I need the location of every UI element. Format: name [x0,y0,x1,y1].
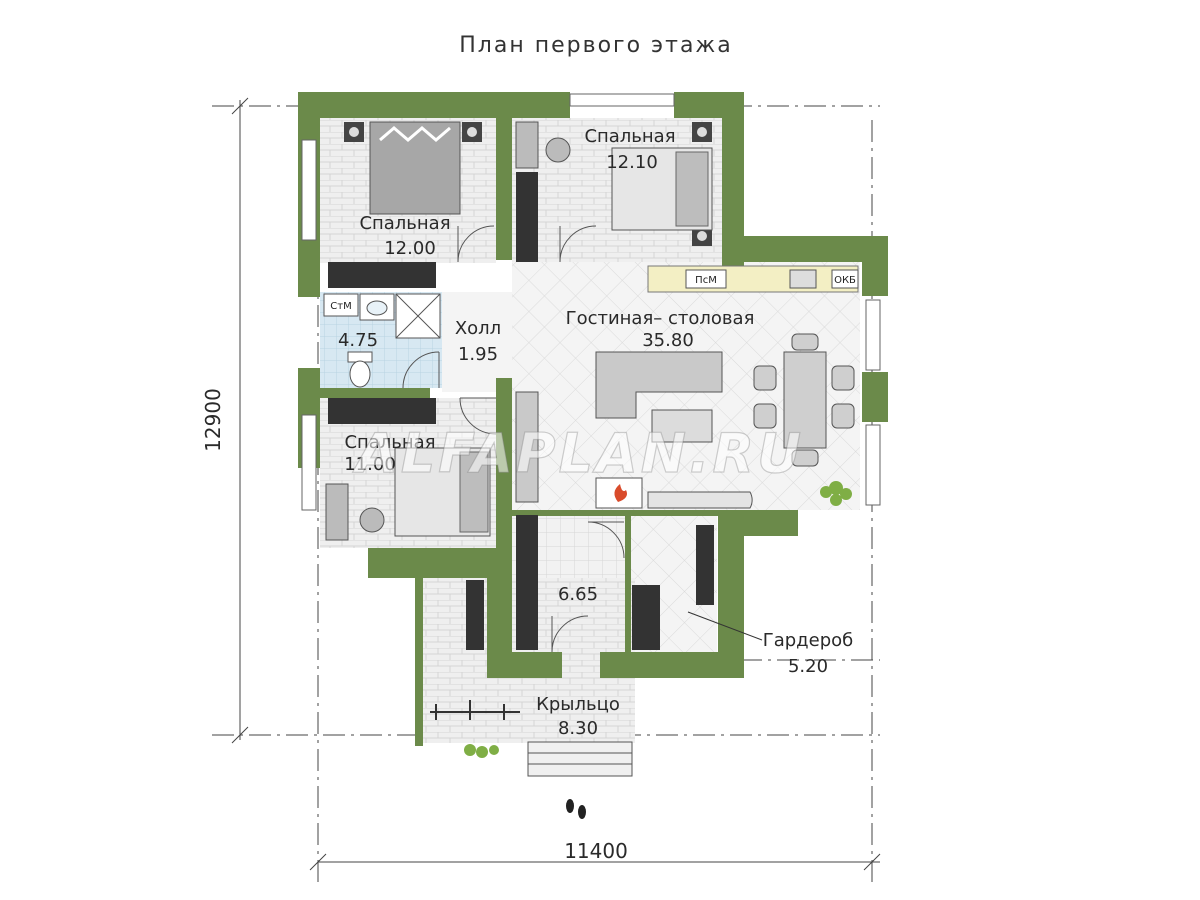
washer-tag: СтМ [330,301,351,312]
dimension-width: 11400 [564,839,628,863]
room-area-utility: 6.65 [558,584,598,605]
bed-icon [394,447,491,537]
room-name-bedroom-top-right: Спальная [584,126,675,147]
room-name-porch: Крыльцо [536,694,620,715]
wardrobe-hanger-icon [328,172,714,650]
room-area-bathroom: 4.75 [338,330,378,351]
windows [301,93,881,511]
bed-icon [611,122,713,246]
watermark: ALFAPLAN.RU [352,422,804,485]
room-name-bedroom-top-left: Спальная [359,213,450,234]
room-area-hall: 1.95 [458,344,498,365]
porch-bench [430,700,520,720]
room-area-bedroom-top-left: 12.00 [384,238,436,259]
toilet-icon [347,351,373,388]
plant-icon [464,481,852,758]
dishwasher-tag: ПсМ [695,275,717,286]
room-name-bedroom-bottom-left: Спальная [344,432,435,453]
room-name-hall: Холл [455,318,501,339]
room-area-bedroom-bottom-left: 11.00 [344,454,396,475]
sink-icon [359,293,395,321]
fireplace-icon [515,391,753,509]
bathroom-fixtures: СтМ [323,293,359,317]
desk-chair-icon [325,121,571,541]
boiler-tag: ОКБ [834,275,856,286]
room-labels: Спальная 12.00 Спальная 12.10 4.75 Холл … [338,126,853,739]
dining-table-icon [753,333,855,467]
steps [527,741,633,777]
room-name-wardrobe: Гардероб [763,630,854,651]
dimension-height: 12900 [201,388,225,452]
plan-title: План первого этажа [459,33,732,58]
shower-icon [395,293,441,339]
sofa-icon [595,351,723,443]
room-area-porch: 8.30 [558,718,598,739]
door-swing-icon [402,225,625,653]
kitchen-counter-icon: ПсМ ОКБ [647,265,859,293]
bed-icon [344,121,482,215]
room-name-living-dining: Гостиная– столовая [566,308,755,329]
footprints-icon [566,799,586,819]
room-area-bedroom-top-right: 12.10 [606,152,658,173]
room-area-wardrobe: 5.20 [788,656,828,677]
room-area-living-dining: 35.80 [642,330,694,351]
